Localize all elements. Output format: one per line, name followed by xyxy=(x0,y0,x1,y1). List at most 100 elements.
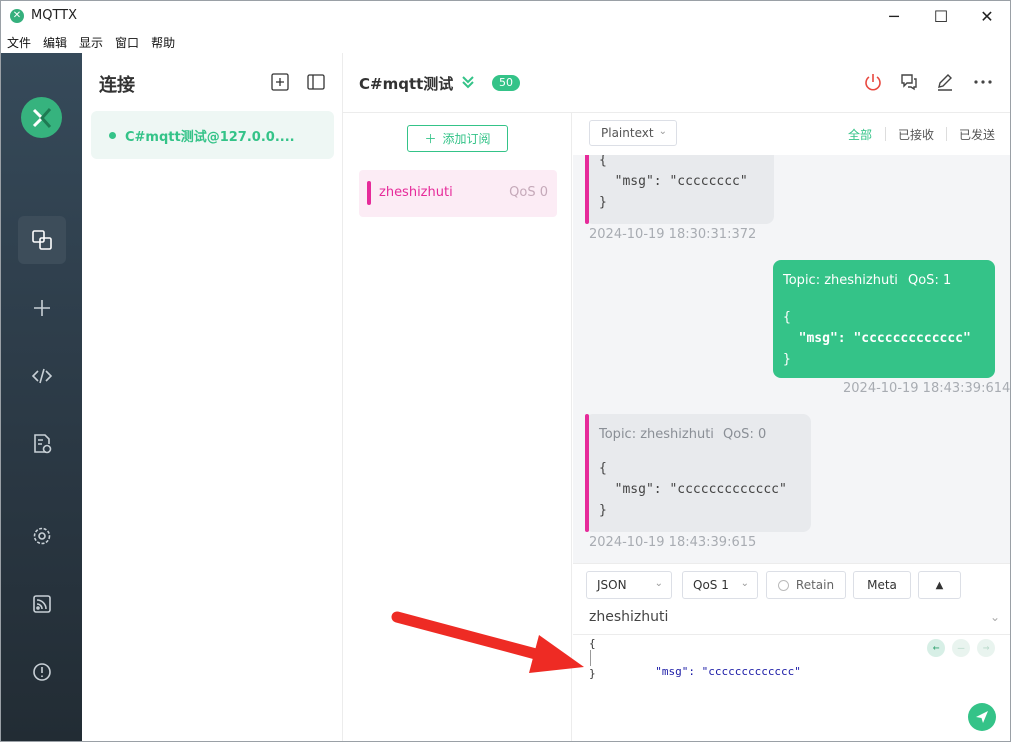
menu-file[interactable]: 文件 xyxy=(7,35,32,50)
filter-received[interactable]: 已接收 xyxy=(898,128,935,142)
editor-indent-guide xyxy=(590,650,591,666)
title-bar: ✕ MQTTX ─ ☐ ✕ xyxy=(1,1,1010,31)
disconnect-icon[interactable] xyxy=(863,72,883,92)
close-button[interactable]: ✕ xyxy=(980,6,994,26)
retain-toggle[interactable]: Retain xyxy=(766,571,846,599)
message-count-badge: 50 xyxy=(492,75,520,91)
retain-label: Retain xyxy=(795,578,835,592)
menu-window[interactable]: 窗口 xyxy=(115,35,140,50)
new-window-icon[interactable] xyxy=(271,73,289,91)
message-timestamp: 2024-10-19 18:43:39:615 xyxy=(589,535,757,550)
received-message: { "msg": "cccccccc" } xyxy=(585,155,774,224)
connection-header: C#mqtt测试 50 xyxy=(343,53,1010,113)
message-list: { "msg": "cccccccc" } 2024-10-19 18:30:3… xyxy=(573,155,1011,563)
log-icon[interactable] xyxy=(18,420,66,468)
about-feed-icon[interactable] xyxy=(18,580,66,628)
mqttx-brand-icon xyxy=(21,97,62,138)
connections-title: 连接 xyxy=(99,75,135,96)
subscription-color-bar xyxy=(367,181,371,205)
nav-rail xyxy=(1,53,82,741)
connection-title: C#mqtt测试 xyxy=(359,75,454,93)
message-toolbar: Plaintext ⌄ 全部 已接收 已发送 xyxy=(573,113,1010,155)
message-line: } xyxy=(599,195,607,210)
payload-line: "msg": "ccccccccccccc" xyxy=(641,665,801,678)
message-line: { xyxy=(783,310,791,325)
publish-format-value: JSON xyxy=(597,578,627,592)
script-icon[interactable] xyxy=(18,352,66,400)
message-topic: Topic: zheshizhuti xyxy=(783,273,898,288)
plus-icon: ＋ xyxy=(424,132,437,146)
settings-icon[interactable] xyxy=(18,512,66,560)
message-line: { xyxy=(599,155,607,168)
add-subscription-button[interactable]: ＋ 添加订阅 xyxy=(407,125,508,152)
chat-icon[interactable] xyxy=(899,72,919,92)
radio-icon xyxy=(777,579,789,591)
subscription-topic: zheshizhuti xyxy=(379,185,453,200)
editor-line: } xyxy=(589,667,596,680)
payload-format-value: Plaintext xyxy=(601,126,654,140)
chevron-double-down-icon[interactable] xyxy=(460,74,476,94)
connections-icon[interactable] xyxy=(18,216,66,264)
triangle-up-icon: ▲ xyxy=(935,579,944,591)
publish-qos-select[interactable]: QoS 1 ⌄ xyxy=(682,571,758,599)
message-timestamp: 2024-10-19 18:30:31:372 xyxy=(589,227,757,242)
message-timestamp: 2024-10-19 18:43:39:614 xyxy=(843,381,1011,396)
chevron-down-icon: ⌄ xyxy=(654,578,663,589)
connection-name: C#mqtt测试@127.0.0.... xyxy=(125,129,295,145)
sent-message: Topic: zheshizhuti QoS: 1 { "msg": "cccc… xyxy=(773,260,995,378)
menu-bar: 文件 编辑 显示 窗口 帮助 xyxy=(1,31,1010,53)
message-line: } xyxy=(599,503,607,518)
subscription-color-bar xyxy=(585,155,589,224)
chevron-down-icon: ⌄ xyxy=(658,126,667,137)
publish-panel: JSON ⌄ QoS 1 ⌄ Retain Meta ▲ zheshizhuti… xyxy=(573,563,1010,741)
filter-all[interactable]: 全部 xyxy=(848,128,873,142)
chevron-down-icon[interactable]: ⌄ xyxy=(989,610,1000,624)
message-line: } xyxy=(783,352,791,367)
chevron-down-icon: ⌄ xyxy=(740,578,749,589)
message-line: "msg": "ccccccccccccc" xyxy=(599,482,787,497)
toggle-sidebar-icon[interactable] xyxy=(307,73,325,91)
editor-line: { xyxy=(589,637,596,650)
minimize-button[interactable]: ─ xyxy=(889,6,899,26)
divider xyxy=(885,127,886,141)
received-message: Topic: zheshizhuti QoS: 0 { "msg": "cccc… xyxy=(585,414,811,532)
history-reset-icon[interactable]: — xyxy=(952,639,970,657)
publish-topic-input[interactable]: zheshizhuti xyxy=(589,609,669,625)
history-forward-icon[interactable]: → xyxy=(977,639,995,657)
mqttx-logo-icon: ✕ xyxy=(10,9,24,23)
connections-panel: 连接 C#mqtt测试@127.0.0.... xyxy=(82,53,343,741)
edit-icon[interactable] xyxy=(935,72,955,92)
filter-sent[interactable]: 已发送 xyxy=(959,128,996,142)
menu-view[interactable]: 显示 xyxy=(79,35,104,50)
payload-editor[interactable]: { "msg": "ccccccccccccc" } ← — → xyxy=(573,634,1010,741)
subscription-color-bar xyxy=(585,414,589,532)
info-icon[interactable] xyxy=(18,648,66,696)
menu-help[interactable]: 帮助 xyxy=(151,35,176,50)
message-line: "msg": "ccccccccccccc" xyxy=(783,331,971,346)
window-title: MQTTX xyxy=(31,8,78,23)
send-button[interactable] xyxy=(968,703,996,731)
connection-item[interactable]: C#mqtt测试@127.0.0.... xyxy=(91,111,334,159)
history-back-icon[interactable]: ← xyxy=(927,639,945,657)
message-qos: QoS: 0 xyxy=(723,427,767,442)
publish-format-select[interactable]: JSON ⌄ xyxy=(586,571,672,599)
maximize-button[interactable]: ☐ xyxy=(933,6,949,26)
meta-button[interactable]: Meta xyxy=(853,571,911,599)
subscriptions-panel: ＋ 添加订阅 zheshizhuti QoS 0 xyxy=(343,113,572,741)
subscription-qos: QoS 0 xyxy=(509,185,548,200)
new-connection-icon[interactable] xyxy=(18,284,66,332)
payload-format-select[interactable]: Plaintext ⌄ xyxy=(589,120,677,146)
connected-status-dot xyxy=(109,131,116,139)
subscription-item[interactable]: zheshizhuti QoS 0 xyxy=(359,170,557,217)
publish-qos-value: QoS 1 xyxy=(693,578,729,592)
send-icon xyxy=(976,711,988,723)
editor-line: "msg": "ccccccccccccc" xyxy=(589,652,801,691)
menu-edit[interactable]: 编辑 xyxy=(43,35,68,50)
message-line: "msg": "cccccccc" xyxy=(599,174,748,189)
message-qos: QoS: 1 xyxy=(908,273,952,288)
more-icon[interactable] xyxy=(973,72,993,92)
add-subscription-label: 添加订阅 xyxy=(442,132,491,146)
message-topic: Topic: zheshizhuti xyxy=(599,427,714,442)
collapse-up-button[interactable]: ▲ xyxy=(918,571,961,599)
